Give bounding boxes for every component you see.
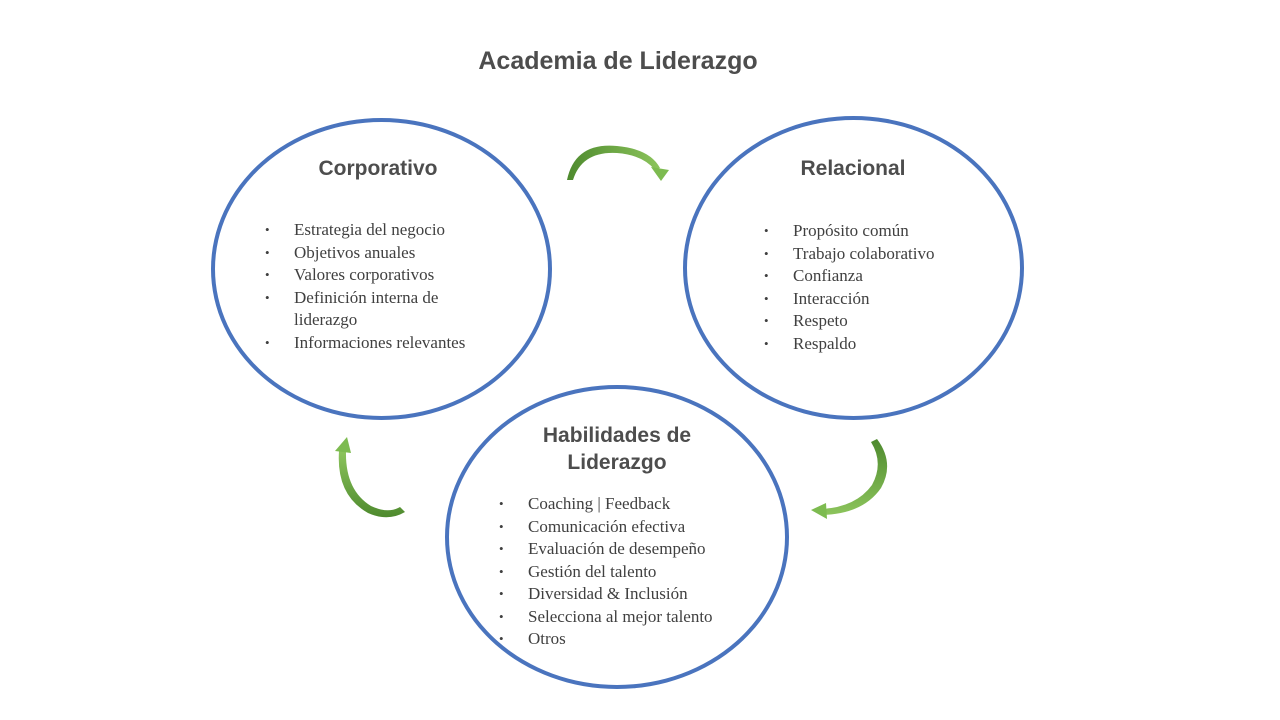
list-item: Propósito común	[764, 220, 1004, 243]
list-item: Comunicación efectiva	[499, 516, 769, 539]
diagram-title: Academia de Liderazgo	[478, 47, 758, 75]
list-item: Respaldo	[764, 333, 1004, 356]
list-item: Informaciones relevantes	[265, 332, 515, 355]
list-item: Objetivos anuales	[265, 242, 515, 265]
list-item: Respeto	[764, 310, 1004, 333]
node-corporativo-title: Corporativo	[318, 157, 438, 180]
list-item: Estrategia del negocio	[265, 219, 515, 242]
node-relacional-title: Relacional	[800, 157, 906, 180]
list-item: Otros	[499, 628, 769, 651]
list-item: Diversidad & Inclusión	[499, 583, 769, 606]
node-habilidades-list: Coaching | Feedback Comunicación efectiv…	[499, 493, 769, 651]
node-relacional-list: Propósito común Trabajo colaborativo Con…	[764, 220, 1004, 355]
node-habilidades-title: Habilidades de Liderazgo	[542, 424, 692, 474]
list-item: Valores corporativos	[265, 264, 515, 287]
list-item: Evaluación de desempeño	[499, 538, 769, 561]
list-item: Definición interna de liderazgo	[265, 287, 484, 332]
list-item: Selecciona al mejor talento	[499, 606, 769, 629]
node-corporativo-list: Estrategia del negocio Objetivos anuales…	[265, 219, 515, 354]
list-item: Trabajo colaborativo	[764, 243, 1004, 266]
cycle-arrow-icon	[335, 437, 405, 518]
list-item: Confianza	[764, 265, 1004, 288]
list-item: Interacción	[764, 288, 1004, 311]
list-item: Gestión del talento	[499, 561, 769, 584]
list-item: Coaching | Feedback	[499, 493, 769, 516]
cycle-arrow-icon	[567, 145, 669, 181]
cycle-arrow-icon	[811, 439, 888, 519]
